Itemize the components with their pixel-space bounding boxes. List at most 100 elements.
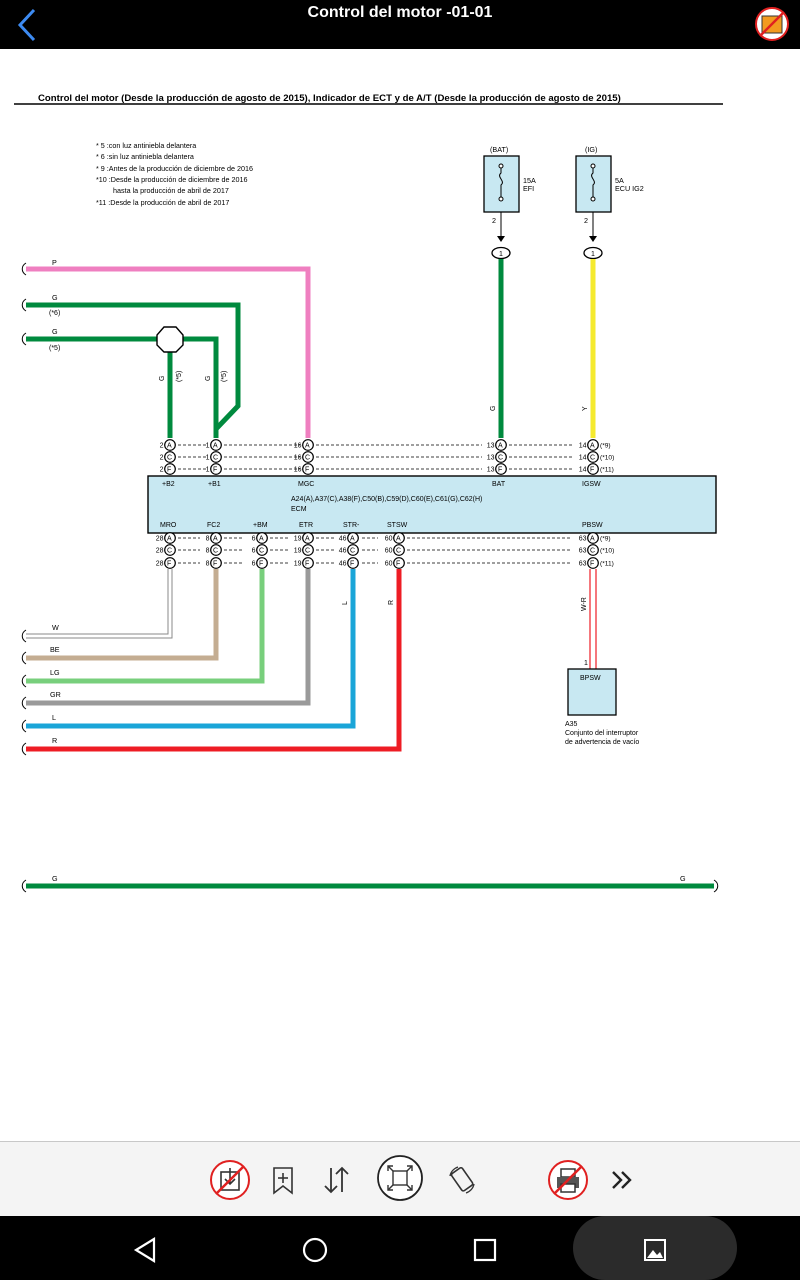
nav-image-button[interactable] — [635, 1230, 675, 1270]
note-line: * 5 :con luz antiniebla delantera — [96, 141, 196, 150]
ecm-connectors: A24(A),A37(C),A38(F),C50(B),C59(D),C60(E… — [291, 496, 482, 503]
ecm-name: ECM — [291, 506, 307, 513]
wire-color-label: L — [52, 713, 56, 722]
connector-pin-number: 14 — [579, 467, 587, 474]
more-button[interactable] — [600, 1158, 644, 1202]
nav-recents-button[interactable] — [465, 1230, 505, 1270]
connector-pin-circle — [302, 544, 314, 556]
title-bar: Control del motor -01-01 — [0, 0, 800, 49]
connector-letter: F — [167, 561, 171, 568]
wire-green-ground: G G — [21, 874, 719, 893]
wire-color-label: G — [52, 293, 58, 302]
connector-letter: C — [305, 455, 310, 462]
wire-green-b1-star6: G (*6) — [21, 293, 241, 438]
connector-pin-circle — [302, 532, 314, 544]
nav-back-button[interactable] — [126, 1230, 166, 1270]
connector-pin-circle — [302, 439, 314, 451]
vertical-labels-top: G (*5) G (*5) G Y — [159, 371, 589, 411]
terminal-bat: BAT — [492, 481, 506, 488]
connector-letter: A — [213, 536, 218, 543]
connector-pin-number: 16 — [294, 443, 302, 450]
connector-pin-number: 13 — [487, 443, 495, 450]
fit-screen-button[interactable] — [376, 1154, 424, 1202]
connector-letter: F — [350, 561, 354, 568]
connector-pin-number: 60 — [385, 561, 393, 568]
connector-pin-circle — [210, 463, 222, 475]
connector-pin-number: 28 — [156, 561, 164, 568]
fuse-connector-pin: 1 — [591, 251, 595, 258]
connector-pin-number: 16 — [294, 455, 302, 462]
rotate-button[interactable] — [440, 1158, 484, 1202]
connector-pin-number: 63 — [579, 561, 587, 568]
wire-color-label: P — [52, 258, 57, 267]
wire-note: (*5) — [176, 371, 183, 382]
connector-letter: A — [305, 443, 310, 450]
connector-pin-circle — [256, 557, 268, 569]
save-disabled-icon — [210, 1160, 250, 1200]
bookmark-add-button[interactable] — [261, 1158, 305, 1202]
connector-pin-circle — [347, 532, 359, 544]
connector-pin-circle — [164, 557, 176, 569]
connector-pin-circle — [164, 463, 176, 475]
fuse-label: EFI — [523, 184, 534, 193]
connector-letter: A — [590, 443, 595, 450]
sort-button[interactable] — [314, 1158, 358, 1202]
connector-pin-circle — [164, 532, 176, 544]
connector-letter: F — [305, 561, 309, 568]
save-disabled-button[interactable] — [208, 1158, 252, 1202]
connector-letter: F — [213, 561, 217, 568]
connector-letter: A — [167, 536, 172, 543]
more-icon — [612, 1171, 632, 1189]
note-line: hasta la producción de abril de 2017 — [113, 186, 229, 195]
screenshot-pill[interactable] — [573, 1216, 737, 1280]
variant-note: (*11) — [600, 467, 614, 474]
connector-pin-number: 8 — [206, 536, 210, 543]
connector-letter: F — [590, 561, 594, 568]
fuse-efi: (BAT) 15A EFI 2 1 — [483, 145, 536, 260]
connector-pin-number: 1 — [206, 455, 210, 462]
connector-pin-circle — [256, 544, 268, 556]
print-disabled-button[interactable] — [546, 1158, 590, 1202]
wiring-diagram: Control del motor (Desde la producción d… — [14, 93, 723, 893]
connector-letter: A — [498, 443, 503, 450]
splice-joint — [156, 326, 184, 353]
connector-pin-circle — [495, 439, 507, 451]
connector-pin-circle — [210, 451, 222, 463]
connector-letter: A — [305, 536, 310, 543]
variant-note: (*9) — [600, 443, 611, 450]
bottom-wires: W BE LG GR L R L R — [21, 569, 402, 756]
terminal-b2: +B2 — [162, 481, 175, 488]
bookmark-add-icon — [273, 1167, 293, 1195]
system-nav-bar — [0, 1216, 800, 1280]
fuse-source-label: (BAT) — [490, 145, 508, 154]
note-line: *10 :Desde la producción de diciembre de… — [96, 175, 247, 184]
nav-back-icon — [133, 1237, 156, 1263]
fuse-pin: 2 — [492, 216, 496, 225]
nav-recents-icon — [473, 1238, 497, 1262]
note-line: *11 :Desde la producción de abril de 201… — [96, 198, 229, 207]
connector-pin-circle — [302, 451, 314, 463]
bottom-toolbar — [0, 1141, 800, 1217]
nav-home-icon — [302, 1237, 328, 1263]
connector-letter: A — [167, 443, 172, 450]
connector-letter: C — [396, 548, 401, 555]
nav-home-button[interactable] — [295, 1230, 335, 1270]
connector-pin-number: 46 — [339, 561, 347, 568]
connector-pin-number: 1 — [206, 467, 210, 474]
edit-disabled-button[interactable] — [754, 6, 790, 42]
wire-note: (*5) — [49, 345, 60, 352]
connector-pin-circle — [393, 557, 405, 569]
connector-pin-number: 6 — [252, 548, 256, 555]
ecm-box: +B2 +B1 MGC BAT IGSW A24(A),A37(C),A38(F… — [147, 475, 717, 534]
back-button[interactable] — [10, 6, 44, 44]
connector-letter: C — [350, 548, 355, 555]
connector-pin-number: 19 — [294, 561, 302, 568]
connector-pin-circle — [587, 532, 599, 544]
wire-red-stsw — [26, 569, 402, 752]
variant-note: (*9) — [600, 536, 611, 543]
fuse-label: ECU IG2 — [615, 184, 644, 193]
variant-note: (*10) — [600, 455, 614, 462]
connector-pin-number: 8 — [206, 561, 210, 568]
rotate-icon — [449, 1166, 475, 1194]
note-line: * 6 :sin luz antiniebla delantera — [96, 152, 194, 161]
